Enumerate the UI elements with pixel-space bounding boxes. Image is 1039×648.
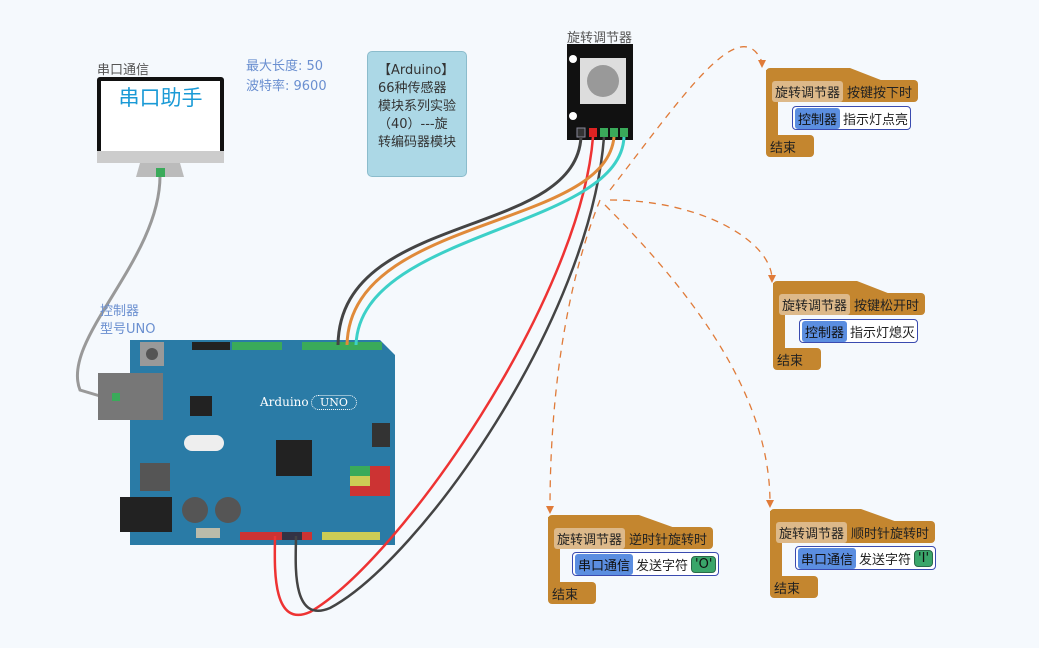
wire-gnd xyxy=(294,136,606,612)
block-event: 按键按下时 xyxy=(847,85,913,101)
serial-baud-rate: 波特率: 9600 xyxy=(246,79,327,94)
statement-block[interactable]: 控制器指示灯点亮 xyxy=(792,106,912,130)
board-brand: Arduino xyxy=(260,395,309,409)
stmt-action: 指示灯点亮 xyxy=(843,112,909,128)
statement-block[interactable]: 串口通信发送字符'O' xyxy=(572,552,720,576)
stmt-object: 控制器 xyxy=(795,107,841,129)
serial-screen-text: 串口助手 xyxy=(118,86,203,110)
stmt-object: 控制器 xyxy=(802,320,848,342)
block-header: 旋转调节器逆时针旋转时 xyxy=(548,527,714,549)
block-object: 旋转调节器 xyxy=(776,521,848,543)
block-object: 旋转调节器 xyxy=(772,80,844,102)
stmt-object: 串口通信 xyxy=(575,553,634,575)
usb-cable xyxy=(76,175,162,398)
stmt-action: 指示灯熄灭 xyxy=(850,325,916,341)
block-object: 旋转调节器 xyxy=(779,293,851,315)
stmt-value[interactable]: 'O' xyxy=(691,555,717,573)
block-end: 结束 xyxy=(773,348,821,370)
stmt-action: 发送字符 xyxy=(636,558,689,574)
block-header: 旋转调节器按键松开时 xyxy=(773,293,926,315)
wire-gnd-top xyxy=(336,136,583,346)
controller-model: 型号UNO xyxy=(100,322,156,337)
block-end: 结束 xyxy=(548,582,596,604)
statement-block[interactable]: 控制器指示灯熄灭 xyxy=(799,319,919,343)
wire-dt xyxy=(345,136,616,346)
serial-max-length: 最大长度: 50 xyxy=(246,59,324,74)
stmt-object: 串口通信 xyxy=(798,547,857,569)
block-event: 顺时针旋转时 xyxy=(851,526,930,542)
board-model: UNO xyxy=(311,395,357,410)
stmt-value[interactable]: 'I' xyxy=(914,549,934,567)
block-header: 旋转调节器顺时针旋转时 xyxy=(770,521,936,543)
stmt-action: 发送字符 xyxy=(859,552,912,568)
block-end: 结束 xyxy=(770,576,818,598)
serial-label: 串口通信 xyxy=(97,63,150,78)
monitor-icon xyxy=(97,77,224,177)
rotary-encoder-module xyxy=(567,44,633,140)
block-event: 逆时针旋转时 xyxy=(629,532,708,548)
encoder-label: 旋转调节器 xyxy=(567,31,633,46)
arduino-board xyxy=(98,340,395,545)
event-arrows xyxy=(549,46,773,509)
block-end: 结束 xyxy=(766,135,814,157)
note-card[interactable]: 【Arduino】66种传感器模块系列实验（40）---旋转编码器模块 xyxy=(367,51,467,177)
block-event: 按键松开时 xyxy=(854,298,920,314)
wire-clk xyxy=(354,136,626,346)
block-header: 旋转调节器按键按下时 xyxy=(766,80,919,102)
statement-block[interactable]: 串口通信发送字符'I' xyxy=(795,546,937,570)
wire-vcc xyxy=(273,136,595,616)
block-object: 旋转调节器 xyxy=(554,527,626,549)
controller-label: 控制器 xyxy=(100,304,140,319)
